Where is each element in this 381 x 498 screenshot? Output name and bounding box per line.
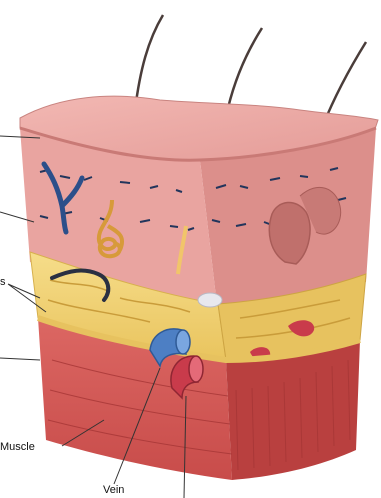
- label-muscle: Muscle: [0, 441, 35, 453]
- fat-cell-highlight: [198, 293, 222, 307]
- label-vein: Vein: [103, 484, 124, 496]
- hair-strand: [228, 28, 262, 108]
- hair-strand: [135, 15, 163, 110]
- label-side-fragment: s: [0, 276, 6, 288]
